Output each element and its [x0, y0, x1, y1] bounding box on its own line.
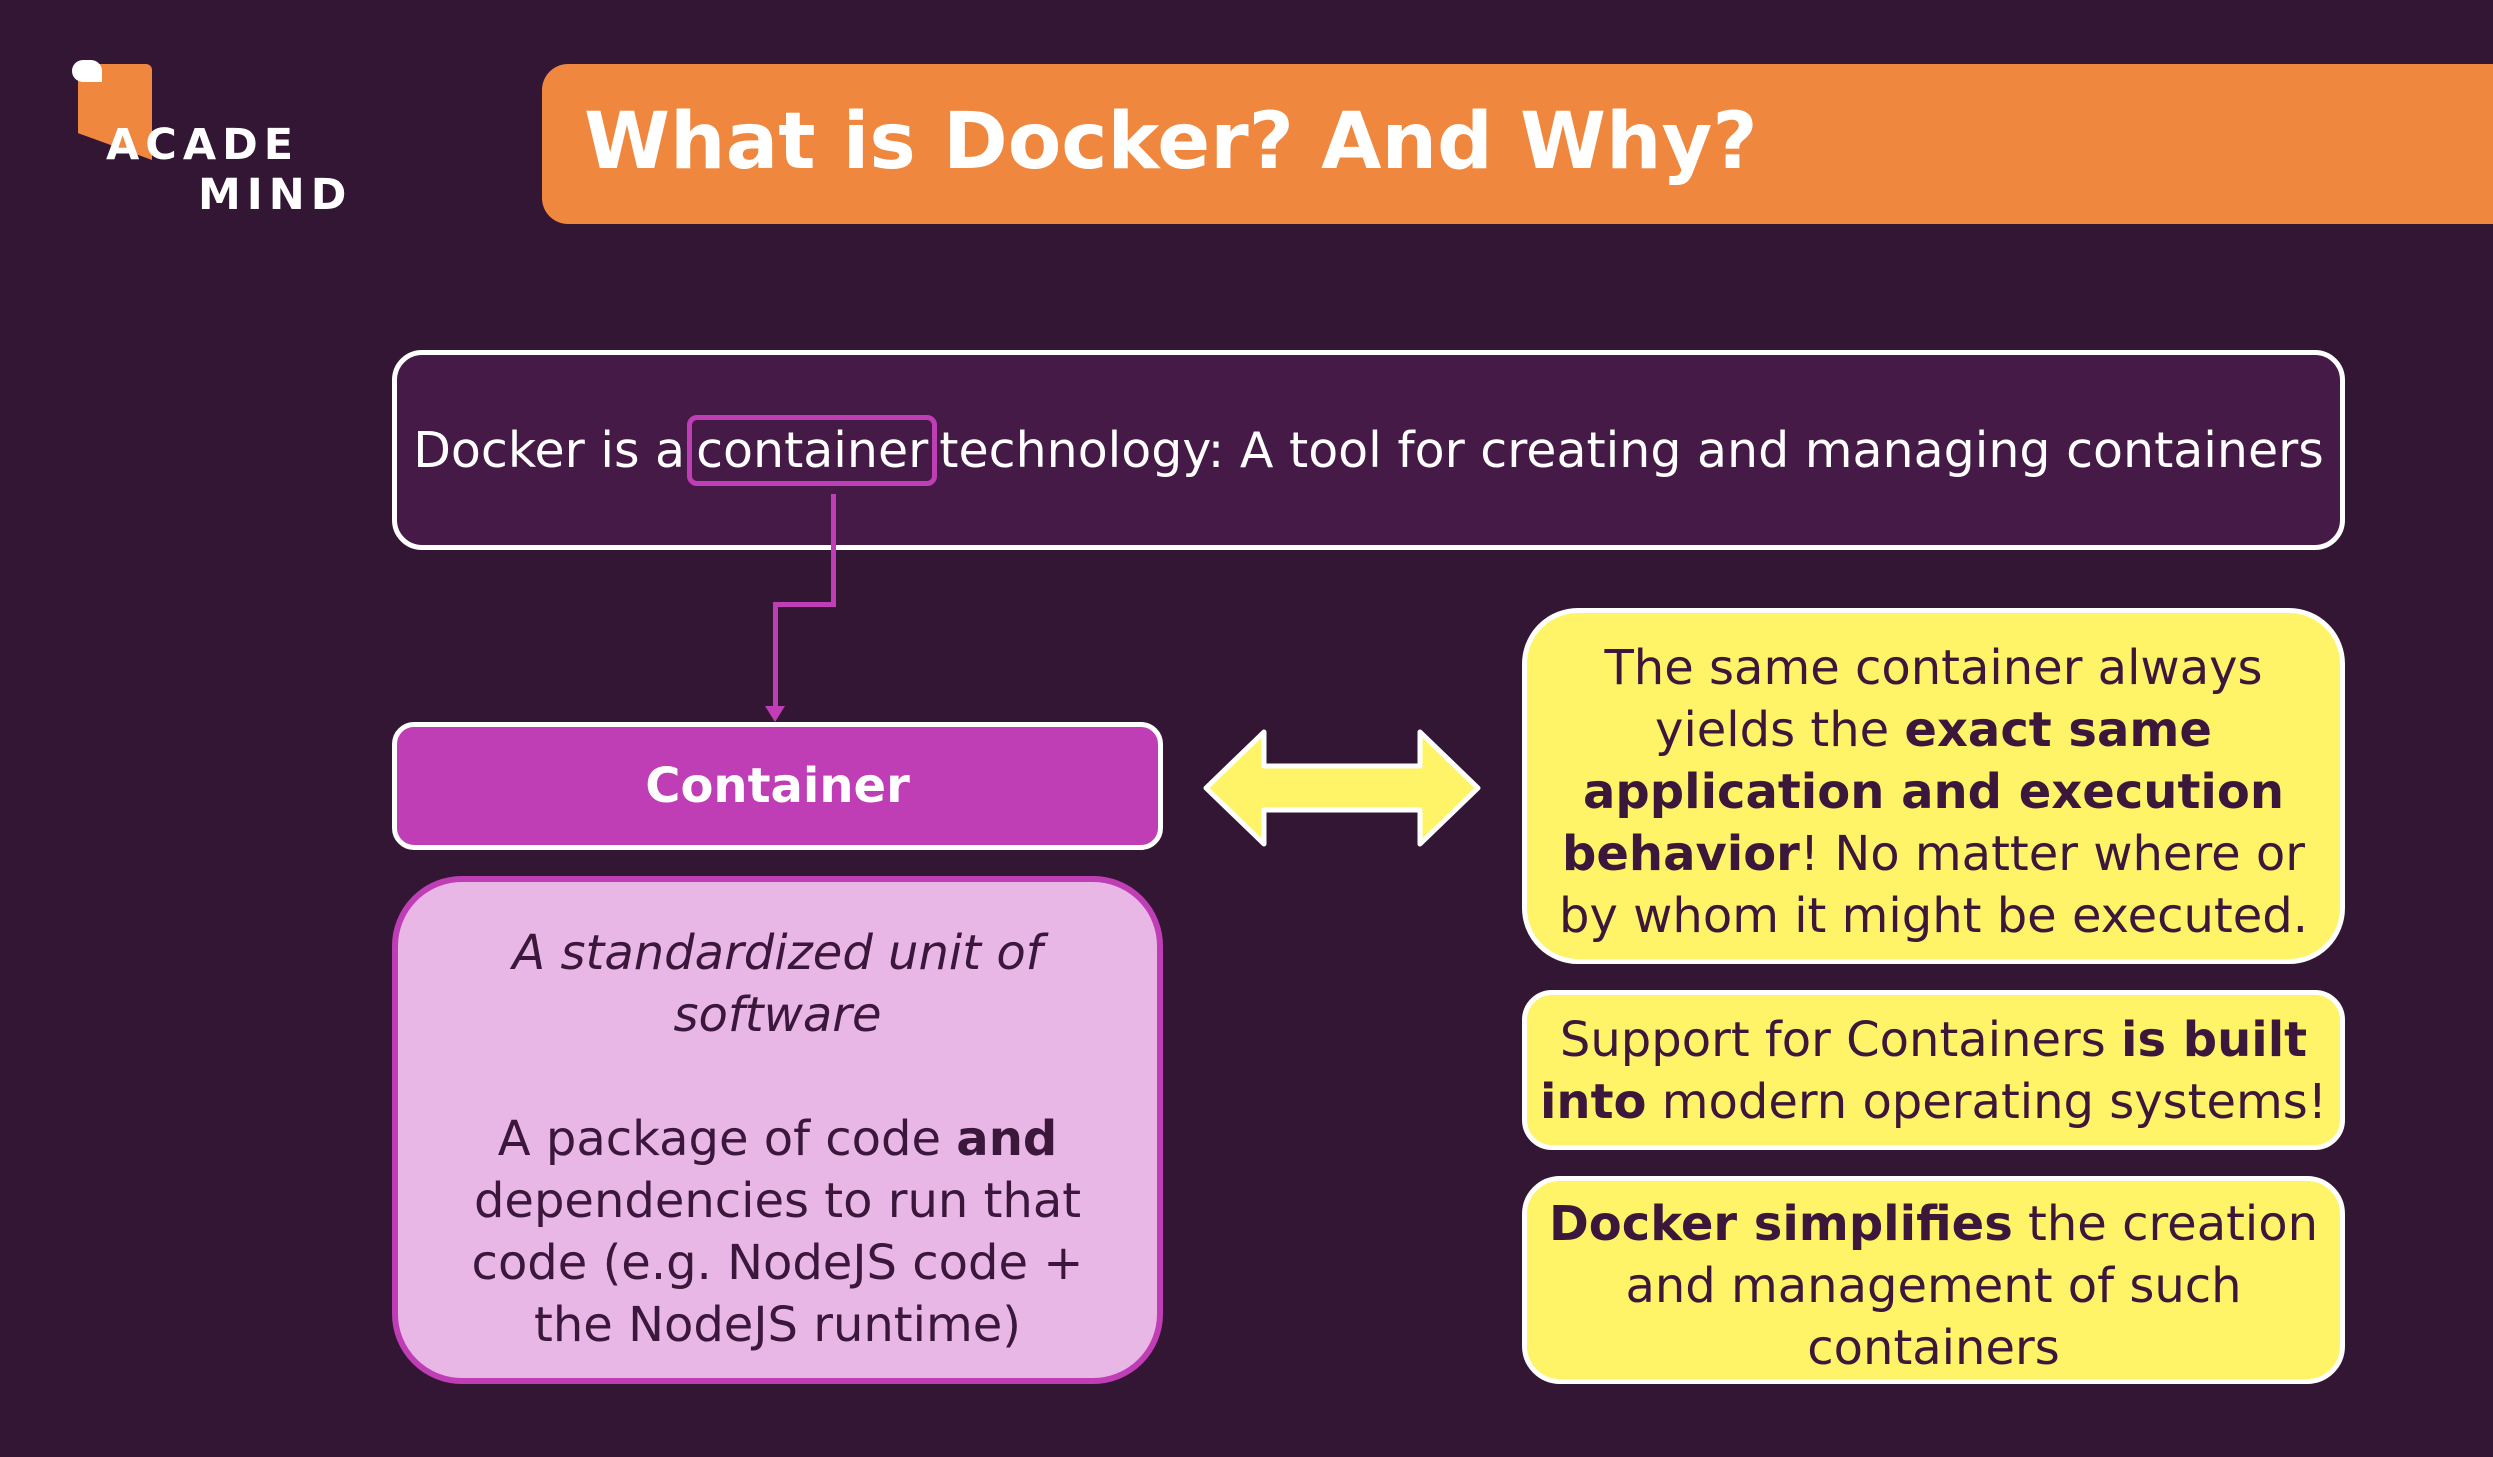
benefit-docker-simplifies: Docker simplifies the creation and manag… [1522, 1176, 2345, 1384]
page-title: What is Docker? And Why? [584, 97, 1758, 187]
benefit1-after: ! No matter where or by whom it might be… [1559, 826, 2308, 944]
definition-before: Docker is a [413, 421, 686, 479]
benefit3-after: the creation and management of such cont… [1625, 1196, 2319, 1376]
logo-line1: ACADE [106, 120, 300, 170]
definition-after: technology: A tool for creating and mana… [939, 421, 2324, 479]
benefit-os-support: Support for Containers is built into mod… [1522, 990, 2345, 1150]
connector-line [831, 494, 836, 606]
benefit1-before: The same container always yields the [1604, 640, 2263, 758]
benefit3-bold: Docker simplifies [1548, 1196, 2013, 1252]
benefit-consistency: The same container always yields the exa… [1522, 608, 2345, 964]
definition-text: Docker is a container technology: A tool… [392, 350, 2345, 550]
container-package-text: A package of code and dependencies to ru… [428, 1108, 1127, 1356]
package-after: dependencies to run that code (e.g. Node… [471, 1173, 1084, 1353]
double-arrow-icon [1203, 729, 1481, 847]
package-bold: and [956, 1111, 1058, 1167]
package-before: A package of code [497, 1111, 957, 1167]
connector-arrow-icon [765, 706, 785, 722]
title-bar [542, 64, 2493, 224]
benefit2-before: Support for Containers [1559, 1012, 2121, 1068]
logo-line2: MIND [198, 170, 353, 220]
definition-highlight: container [687, 414, 938, 486]
logo-curl-icon [72, 60, 102, 82]
benefit2-bold: is built into [1539, 1012, 2308, 1130]
definition-box [392, 350, 2345, 550]
connector-line [773, 602, 836, 607]
container-description: A standardized unit of software A packag… [392, 876, 1163, 1384]
container-heading: Container [392, 722, 1163, 850]
benefit2-after: modern operating systems! [1646, 1074, 2328, 1130]
benefit1-bold: exact same application and execution beh… [1561, 702, 2284, 882]
connector-line [773, 602, 778, 712]
container-line1: A standardized unit of software [512, 925, 1043, 1043]
